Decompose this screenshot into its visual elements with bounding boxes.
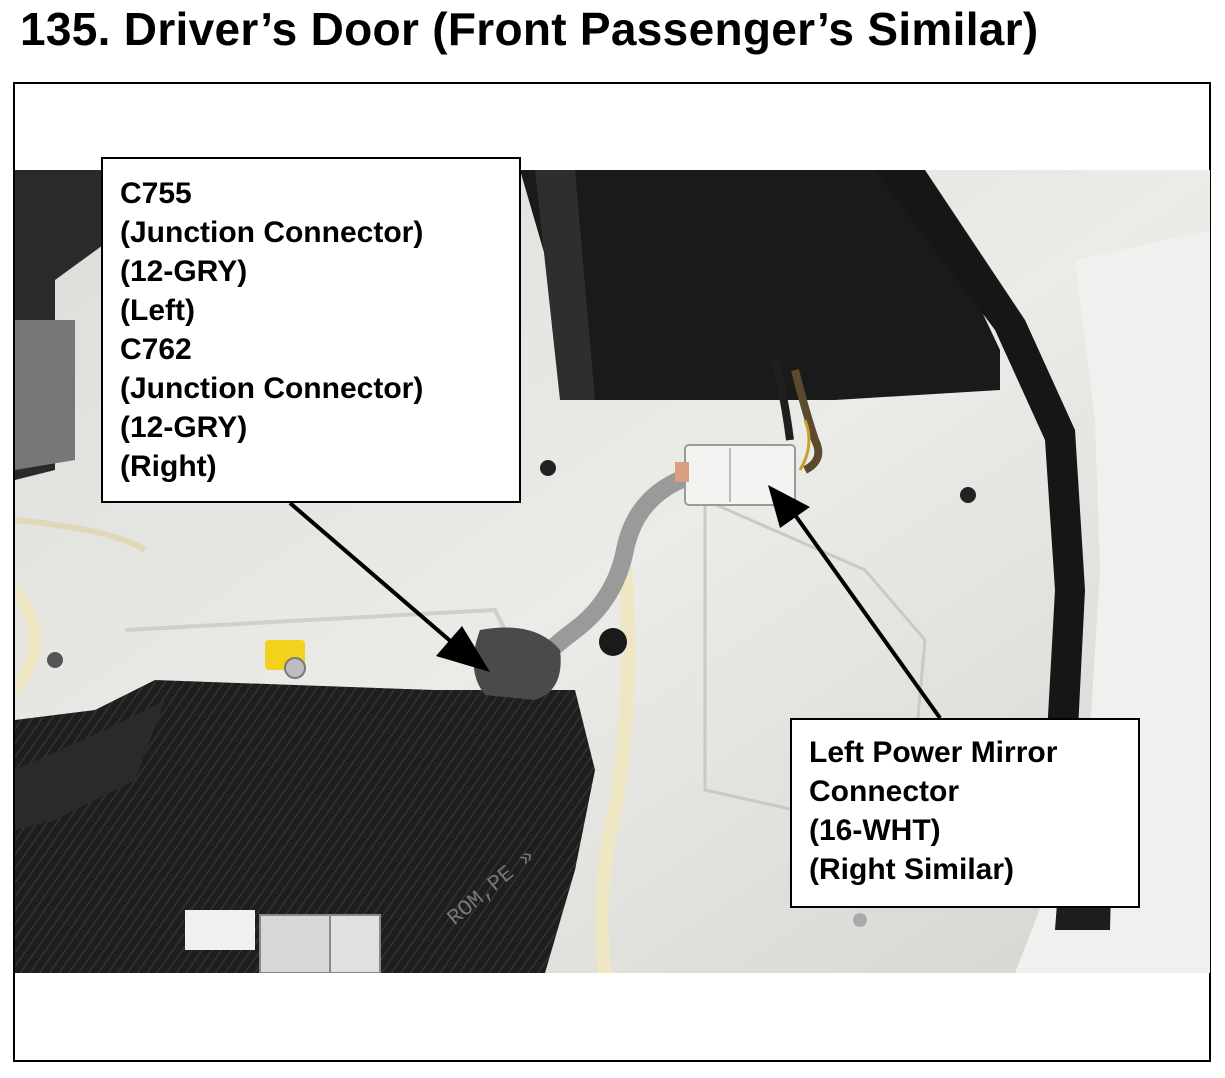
door-frame-right <box>1015 230 1210 973</box>
callout-line: Connector <box>809 775 959 808</box>
callout-line: (Right Similar) <box>809 853 1015 886</box>
callout-line: (Right) <box>120 450 217 483</box>
junction-connector-callout: C755 (Junction Connector) (12-GRY) (Left… <box>101 157 521 503</box>
callout-line: (Junction Connector) <box>120 216 424 249</box>
callout-line: Left Power Mirror <box>809 736 1058 769</box>
junction-connector-left <box>259 914 331 973</box>
panel-hole <box>540 460 556 476</box>
callout-line: (12-GRY) <box>120 411 248 444</box>
callout-line: (Junction Connector) <box>120 372 424 405</box>
callout-line: (Left) <box>120 294 195 327</box>
callout-line: (12-GRY) <box>120 255 248 288</box>
panel-hole <box>960 487 976 503</box>
mirror-connector-callout: Left Power Mirror Connector (16-WHT) (Ri… <box>790 718 1140 908</box>
callout-line: C755 <box>120 177 192 210</box>
watershield <box>15 680 595 973</box>
callout-line: (16-WHT) <box>809 814 941 847</box>
junction-connector-right <box>329 914 381 973</box>
callout-line: C762 <box>120 333 192 366</box>
mirror-connector <box>684 444 796 506</box>
window-channel <box>520 170 1000 400</box>
foam-grommet <box>473 627 561 700</box>
panel-grommet <box>599 628 627 656</box>
weatherstrip <box>875 170 1085 890</box>
sealant-bead <box>594 563 636 973</box>
page-title: 135. Driver’s Door (Front Passenger’s Si… <box>20 3 1039 55</box>
